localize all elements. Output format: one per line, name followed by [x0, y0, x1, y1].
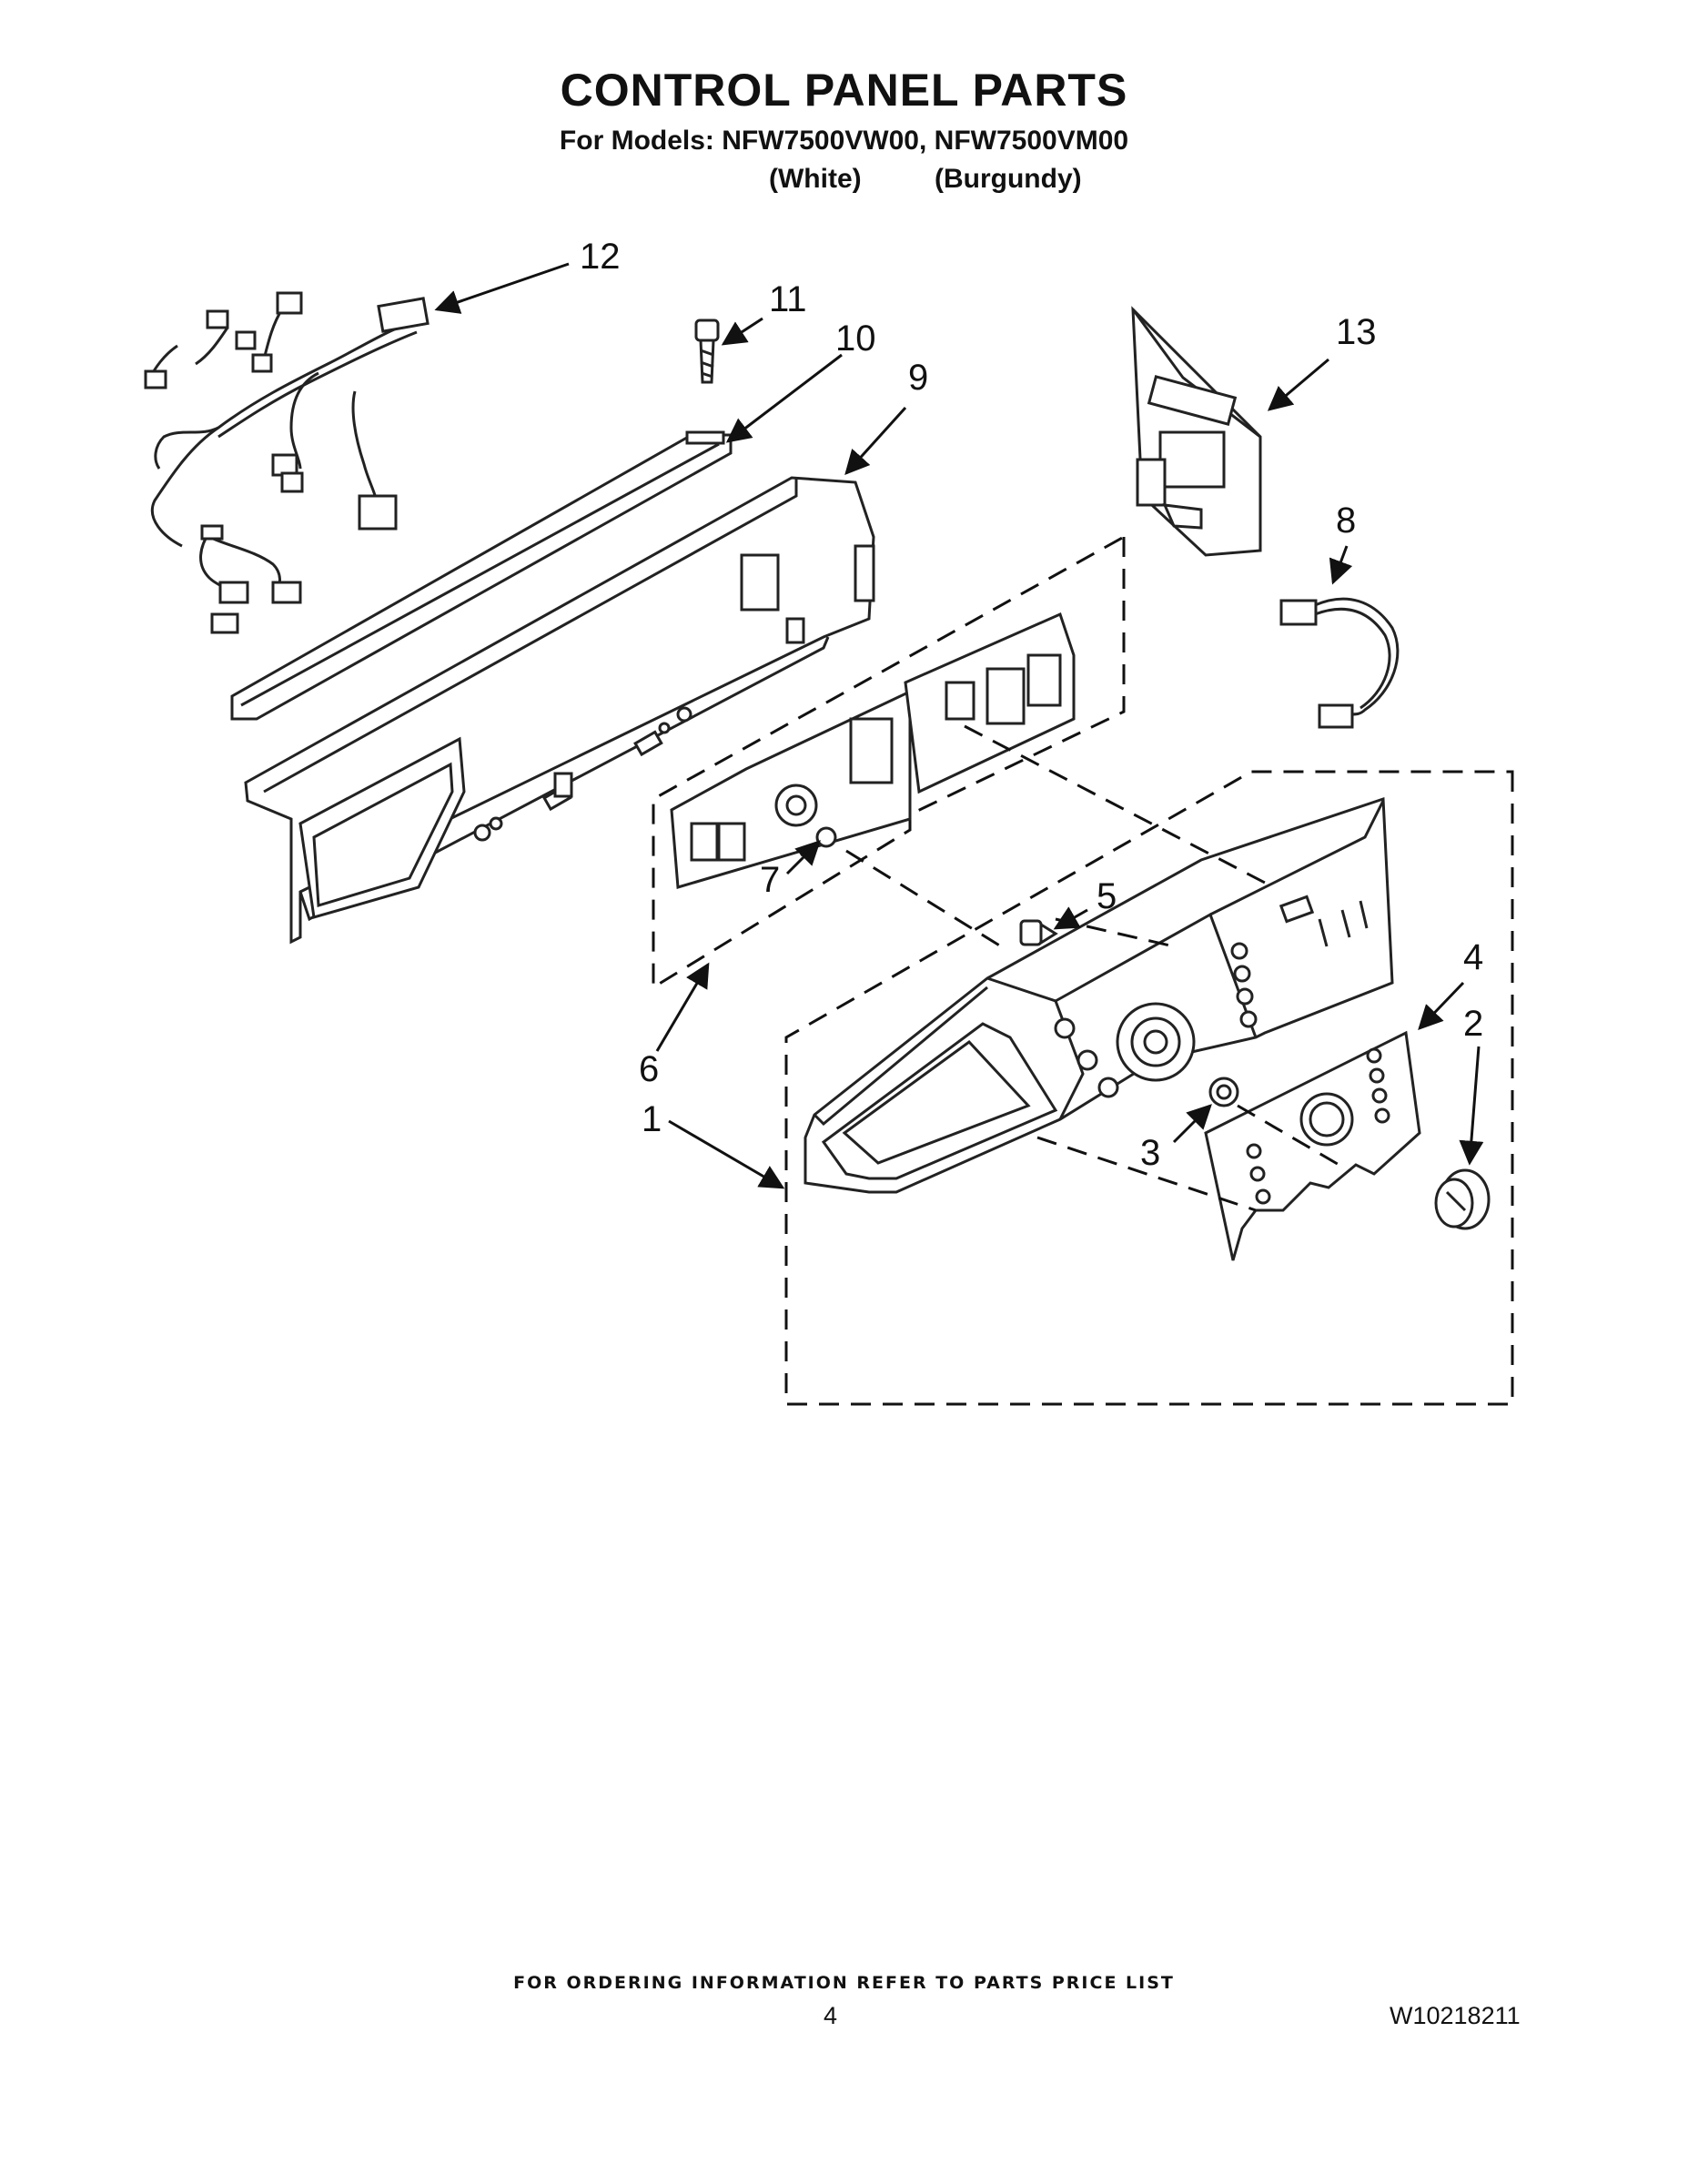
bolt-part — [1019, 919, 1058, 946]
connector-line-d — [1036, 1136, 1257, 1212]
leader-7 — [785, 840, 821, 875]
console-frame-part — [244, 476, 875, 945]
leader-12 — [434, 262, 570, 314]
callout-11: 11 — [769, 279, 807, 319]
callout-13: 13 — [1336, 312, 1377, 352]
leader-4 — [1418, 981, 1465, 1030]
callout-9: 9 — [908, 358, 928, 398]
callout-10: 10 — [835, 318, 876, 359]
document-number: W10218211 — [1390, 2002, 1521, 2029]
leader-8 — [1329, 545, 1353, 585]
callout-1: 1 — [642, 1099, 662, 1139]
cable-part — [1314, 597, 1400, 716]
leader-9 — [844, 406, 907, 476]
top-rail-part — [230, 430, 733, 721]
leader-6 — [655, 962, 710, 1052]
callout-12: 12 — [580, 237, 621, 277]
leader-11 — [721, 317, 763, 346]
leader-1 — [668, 1119, 785, 1189]
page-title: CONTROL PANEL PARTS — [560, 65, 1128, 116]
callout-6: 6 — [639, 1049, 659, 1089]
connector-line-c — [1055, 917, 1175, 948]
ui-board-part — [670, 612, 1076, 889]
ordering-note: FOR ORDERING INFORMATION REFER TO PARTS … — [513, 1973, 1175, 1993]
screw-part — [694, 318, 720, 384]
callout-4: 4 — [1463, 937, 1483, 977]
leader-3 — [1172, 1104, 1212, 1144]
connector-line-b — [964, 724, 1266, 885]
models-line: For Models: NFW7500VW00, NFW7500VM00 — [559, 126, 1129, 156]
callout-2: 2 — [1463, 1004, 1483, 1044]
callout-7: 7 — [760, 860, 780, 900]
assembly-box-6 — [652, 534, 1126, 990]
control-module-part — [1131, 306, 1262, 557]
callout-3: 3 — [1140, 1133, 1160, 1173]
assembly-box-1 — [784, 770, 1514, 1406]
leader-10 — [725, 353, 843, 443]
connector-line-e — [1237, 1104, 1348, 1171]
connector-line-a — [845, 849, 1002, 948]
wiring-harness-part — [148, 308, 424, 598]
leader-5 — [1053, 906, 1088, 930]
leader-2 — [1459, 1046, 1484, 1166]
callout-8: 8 — [1336, 500, 1356, 541]
page-number: 4 — [824, 2002, 838, 2029]
overlay-panel-part — [1204, 1030, 1421, 1261]
variant-white: (White) — [769, 164, 862, 194]
console-part — [804, 796, 1394, 1194]
knob-part — [1434, 1168, 1491, 1230]
knob-spring-part — [1208, 1077, 1239, 1107]
callout-5: 5 — [1097, 876, 1117, 916]
variant-burgundy: (Burgundy) — [935, 164, 1082, 194]
leader-13 — [1267, 358, 1329, 411]
